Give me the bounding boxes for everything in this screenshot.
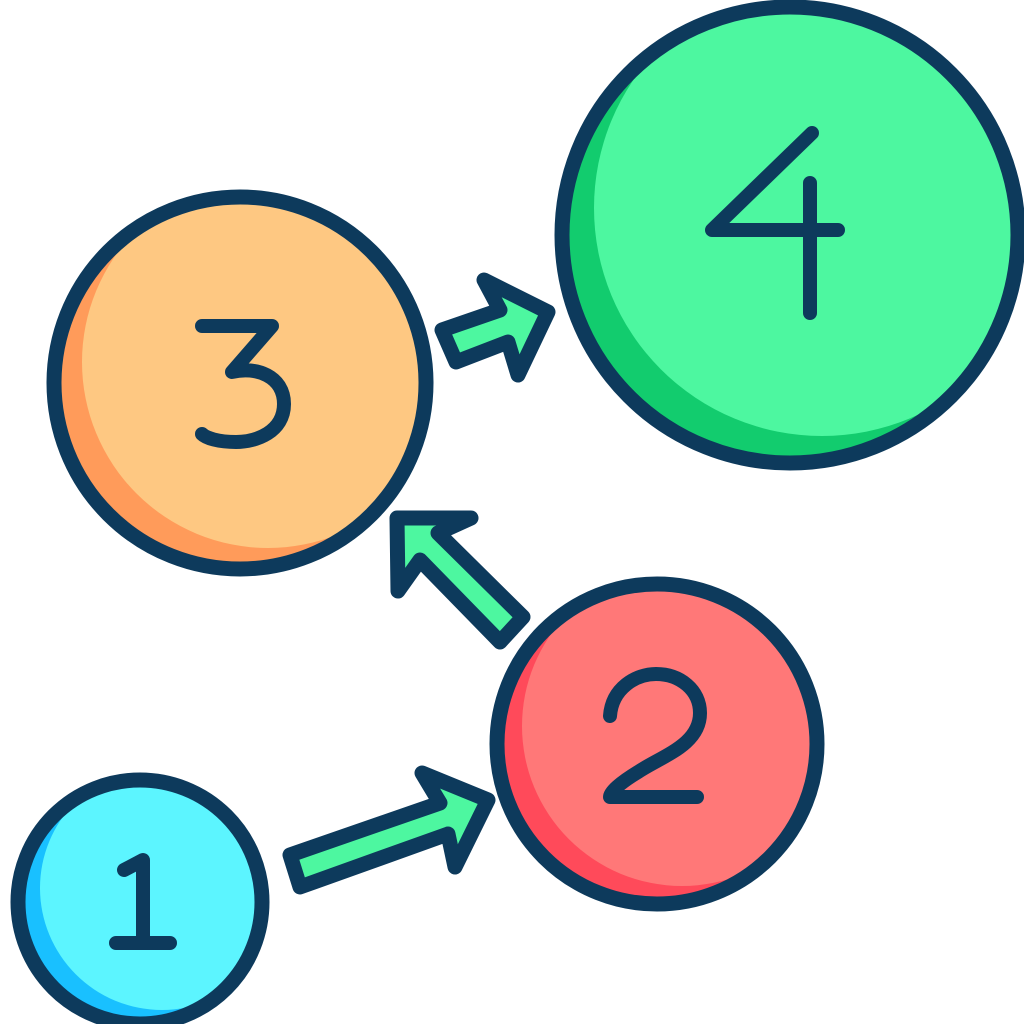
step-node-4 — [554, 0, 1024, 471]
step-node-2 — [489, 576, 825, 912]
arrow-1-to-2 — [282, 765, 496, 895]
step-node-1 — [10, 772, 270, 1024]
numeral-2 — [603, 667, 707, 804]
numeral-1 — [109, 853, 177, 950]
numeral-3 — [195, 319, 291, 449]
arrow-2-to-3 — [389, 510, 531, 650]
step-node-3 — [46, 189, 434, 577]
arrow-3-to-4 — [434, 272, 556, 383]
numeral-4 — [705, 126, 845, 320]
